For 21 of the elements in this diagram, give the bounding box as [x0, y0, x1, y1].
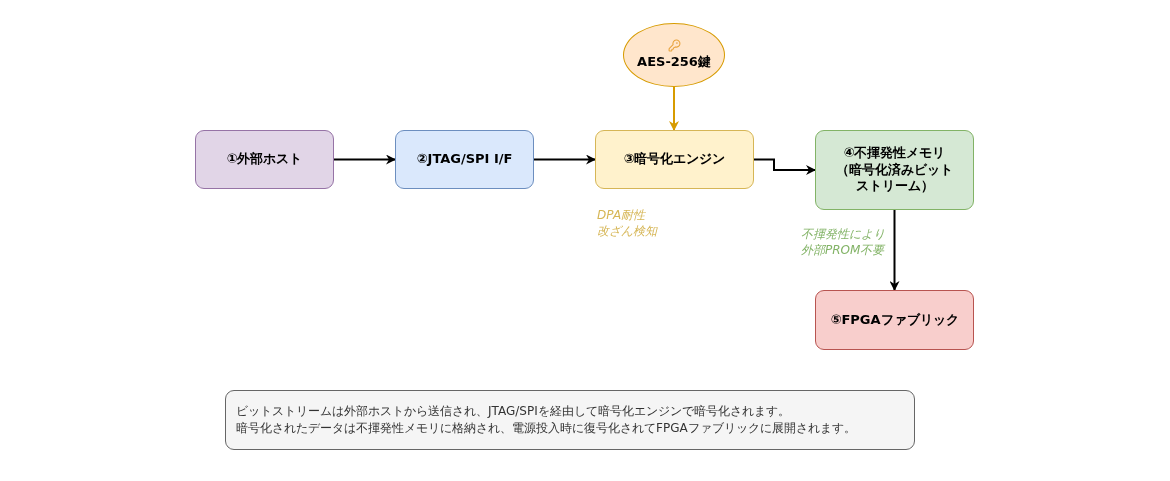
process-box — [195, 130, 334, 189]
annotation-text: DPA耐性 改ざん検知 — [597, 208, 657, 240]
process-box — [395, 130, 534, 189]
annotation-text: 不揮発性により 外部PROM不要 — [801, 227, 885, 259]
arrow — [753, 158, 816, 175]
arrow — [333, 154, 396, 165]
process-box — [815, 290, 974, 350]
arrow — [669, 86, 679, 131]
note-box — [225, 390, 915, 450]
arrow — [533, 154, 596, 165]
node-label: ④不揮発性メモリ（暗号化済みビットストリーム） — [835, 144, 954, 196]
node-label: ⑤FPGAファブリック — [830, 311, 959, 329]
node-label: AES-256鍵 — [637, 54, 711, 71]
node-label: ①外部ホスト — [226, 151, 303, 168]
note-text: 暗号化されたデータは不揮発性メモリに格納され、電源投入時に復号化されてFPGAファブリックに展開されます。 — [236, 420, 856, 437]
node-label: ③暗号化エンジン — [623, 151, 726, 168]
process-box — [815, 130, 974, 210]
node-label: ②JTAG/SPI I/F — [416, 151, 513, 168]
process-box — [595, 130, 754, 189]
note-text: ビットストリームは外部ホストから送信され、JTAG/SPIを経由して暗号化エンジンで暗号化されます。 — [236, 402, 790, 420]
arrow — [889, 209, 900, 291]
